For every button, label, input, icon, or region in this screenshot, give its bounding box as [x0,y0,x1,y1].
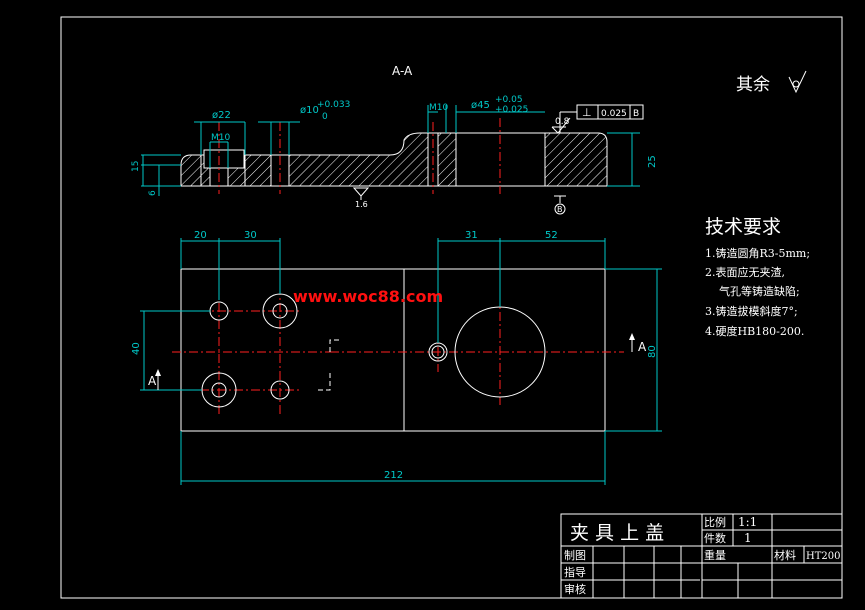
dim-15: 15 [131,161,141,172]
tech-req-item: 气孔等铸造缺陷; [719,284,800,298]
drawn-label: 制图 [564,549,586,562]
hole-m10-bottom-right [270,380,290,400]
tech-req-item: 3.铸造拔模斜度7°; [705,304,798,318]
tech-req-title: 技术要求 [705,216,781,238]
section-flange-left [180,154,202,187]
material-label: 材料 [774,548,796,562]
dim-d45: ø45 [471,100,490,111]
section-body-mid [288,132,429,187]
dim-20: 20 [194,230,207,241]
section-counterbore [203,149,245,169]
dim-40: 40 [131,342,142,355]
title-block: 夹 具 上 盖 比例 1:1 件数 1 重量 材料 HT200 制图 指导 审核 [560,513,843,599]
dim-31: 31 [465,230,478,241]
section-arrow-a-right: A [638,340,647,354]
weight-label: 重量 [704,548,726,562]
dim-d10-lower: 0 [322,112,328,122]
dim-80: 80 [647,345,658,358]
plan-outline [180,268,606,432]
dim-6: 6 [148,190,158,196]
dim-d10-upper: +0.033 [317,100,350,110]
dim-m10-right: M10 [429,103,448,113]
roughness-note: 其余 [736,75,770,95]
dim-d45-lower: +0.025 [495,105,528,115]
tech-requirements: 技术要求 1.铸造圆角R3-5mm; 2.表面应无夹渣, 气孔等铸造缺陷; 3.… [705,216,810,338]
section-view [180,118,608,194]
scale-label: 比例 [704,515,726,529]
dim-212: 212 [384,470,403,481]
material-value: HT200 [806,551,840,562]
dim-d10: ø10 [300,105,319,116]
section-body-right [437,132,457,187]
tech-req-item: 2.表面应无夹渣, [705,265,785,279]
section-dimensions: ø22 M10 ø10 +0.033 0 M10 ø45 +0.05 +0.02… [131,95,658,215]
roughness-16: 1.6 [355,200,368,209]
review-label: 审核 [564,582,586,596]
tech-req-item: 1.铸造圆角R3-5mm; [705,246,810,260]
section-block-right [544,132,608,187]
tolerance-symbol: ⊥ [582,106,592,119]
drawing-frame [60,16,843,599]
qty-value: 1 [744,531,752,545]
guide-label: 指导 [564,565,586,579]
roughness-08: 0.8 [555,117,570,127]
tolerance-datum: B [633,109,639,119]
roughness-symbol-icon [788,70,807,94]
scale-value: 1:1 [738,515,757,529]
datum-b: B [557,205,563,214]
tech-req-item: 4.硬度HB180-200. [705,324,804,338]
tolerance-value: 0.025 [601,109,627,119]
dim-d22: ø22 [212,110,231,121]
qty-label: 件数 [704,532,726,545]
watermark: www.woc88.com [293,287,443,306]
dim-52: 52 [545,230,558,241]
dim-d45-upper: +0.05 [495,95,523,105]
part-name: 夹 具 上 盖 [570,522,664,544]
section-arrow-a-left: A [148,374,157,388]
dim-m10-left: M10 [211,133,230,143]
dim-30: 30 [244,230,257,241]
section-title: A-A [392,64,413,78]
dim-25: 25 [647,155,658,168]
plan-dimensions: 20 30 31 52 40 80 212 A A [131,230,662,485]
